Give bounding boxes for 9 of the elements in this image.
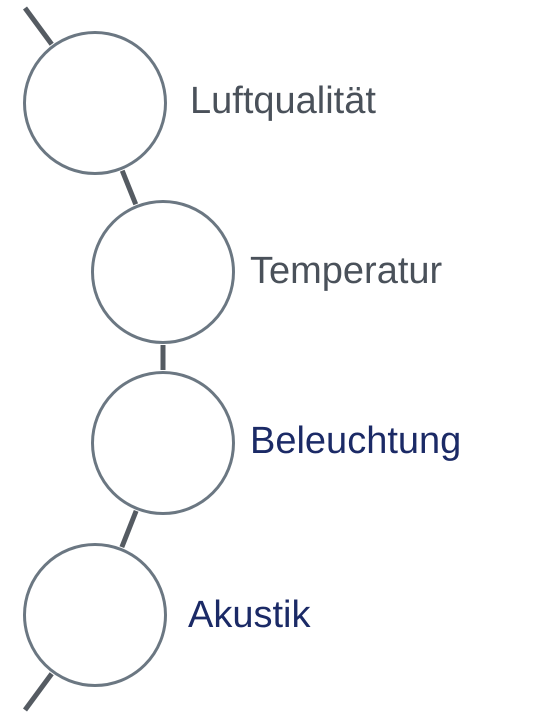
connector-line	[120, 170, 138, 206]
circle-label: Akustik	[188, 596, 310, 634]
connector-line	[22, 672, 54, 712]
connector-line	[120, 510, 138, 548]
circle-label: Beleuchtung	[250, 422, 462, 460]
connector-line	[22, 6, 54, 46]
connector-line	[160, 345, 166, 370]
circle-label: Luftqualität	[190, 82, 376, 120]
circle-label: Temperatur	[250, 252, 442, 290]
